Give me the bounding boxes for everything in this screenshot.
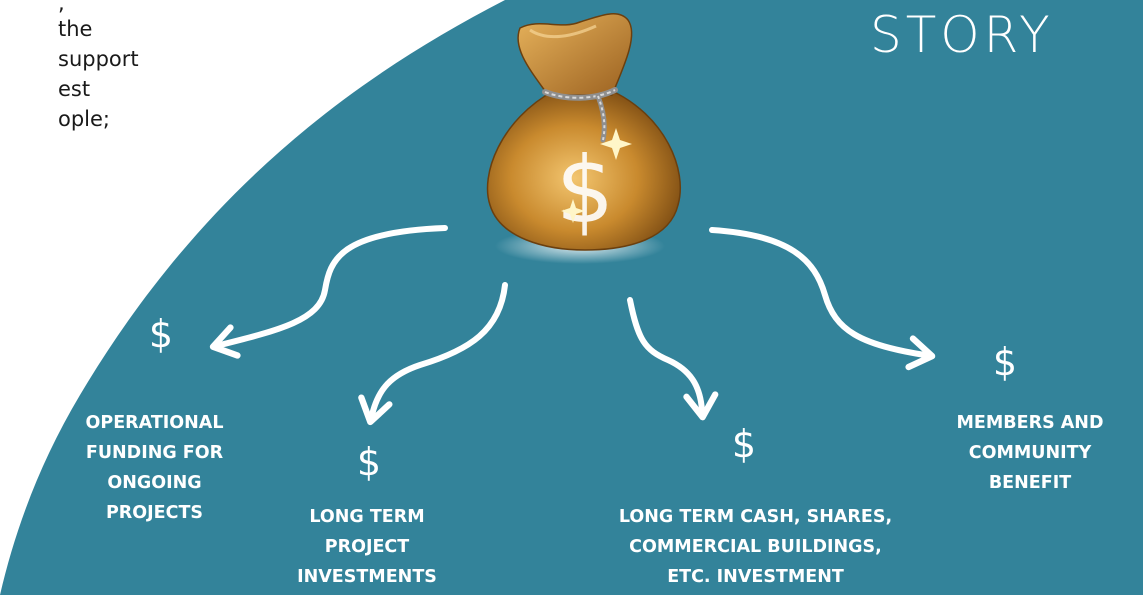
intro-text-line: support [58,47,139,71]
branch-label-operational: OPERATIONAL FUNDING FOR ONGOING PROJECTS [85,413,224,523]
dollar-icon: $ [731,422,757,466]
intro-text-line: the [58,17,93,41]
svg-text:$: $ [556,137,615,244]
money-bag-icon: $ [486,13,682,264]
dollar-icon: $ [992,340,1018,384]
branch-label-project-investments: LONG TERM PROJECT INVESTMENTS [297,507,437,587]
arrow-to-operational [209,225,448,359]
dollar-icon: $ [148,312,174,356]
branch-label-members-benefit: MEMBERS AND COMMUNITY BENEFIT [956,413,1104,493]
slide-title: STORY [870,6,1054,64]
branch-label-cash-investment: LONG TERM CASH, SHARES, COMMERCIAL BUILD… [618,507,893,587]
arrow-to-members-benefit [709,227,936,371]
intro-text-line: ople; [58,107,111,131]
arrow-to-cash-investment [627,297,719,421]
intro-text-line: , [58,0,65,15]
dollar-icon: $ [356,440,382,484]
arrow-to-project-investments [358,282,508,426]
intro-text-line: est [58,77,91,101]
